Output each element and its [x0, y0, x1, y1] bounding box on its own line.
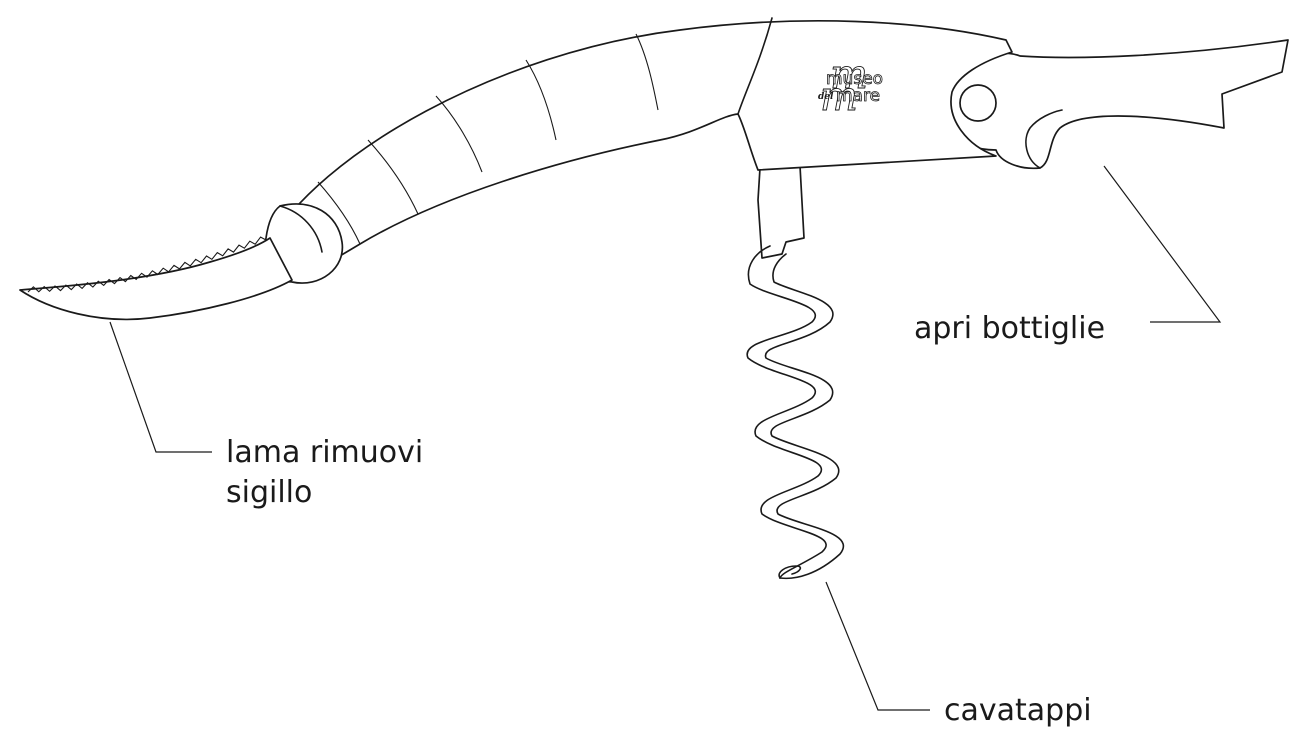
- blade-label-line2: sigillo: [226, 475, 312, 510]
- bottle-opener-lever: [943, 40, 1288, 168]
- svg-text:mare: mare: [836, 86, 880, 106]
- bottle-opener-leader-line: [1104, 166, 1220, 322]
- bottle-opener-label: apri bottiglie: [914, 311, 1105, 346]
- blade-leader-line: [110, 322, 212, 452]
- svg-text:del: del: [818, 92, 834, 102]
- corkscrew-worm: [747, 166, 843, 578]
- blade-label: lama rimuovi: [226, 435, 423, 470]
- corkscrew-leader-line: [826, 582, 930, 710]
- handle: [265, 18, 1012, 283]
- corkscrew-label: cavatappi: [944, 693, 1092, 728]
- foil-cutter-blade: [20, 237, 292, 319]
